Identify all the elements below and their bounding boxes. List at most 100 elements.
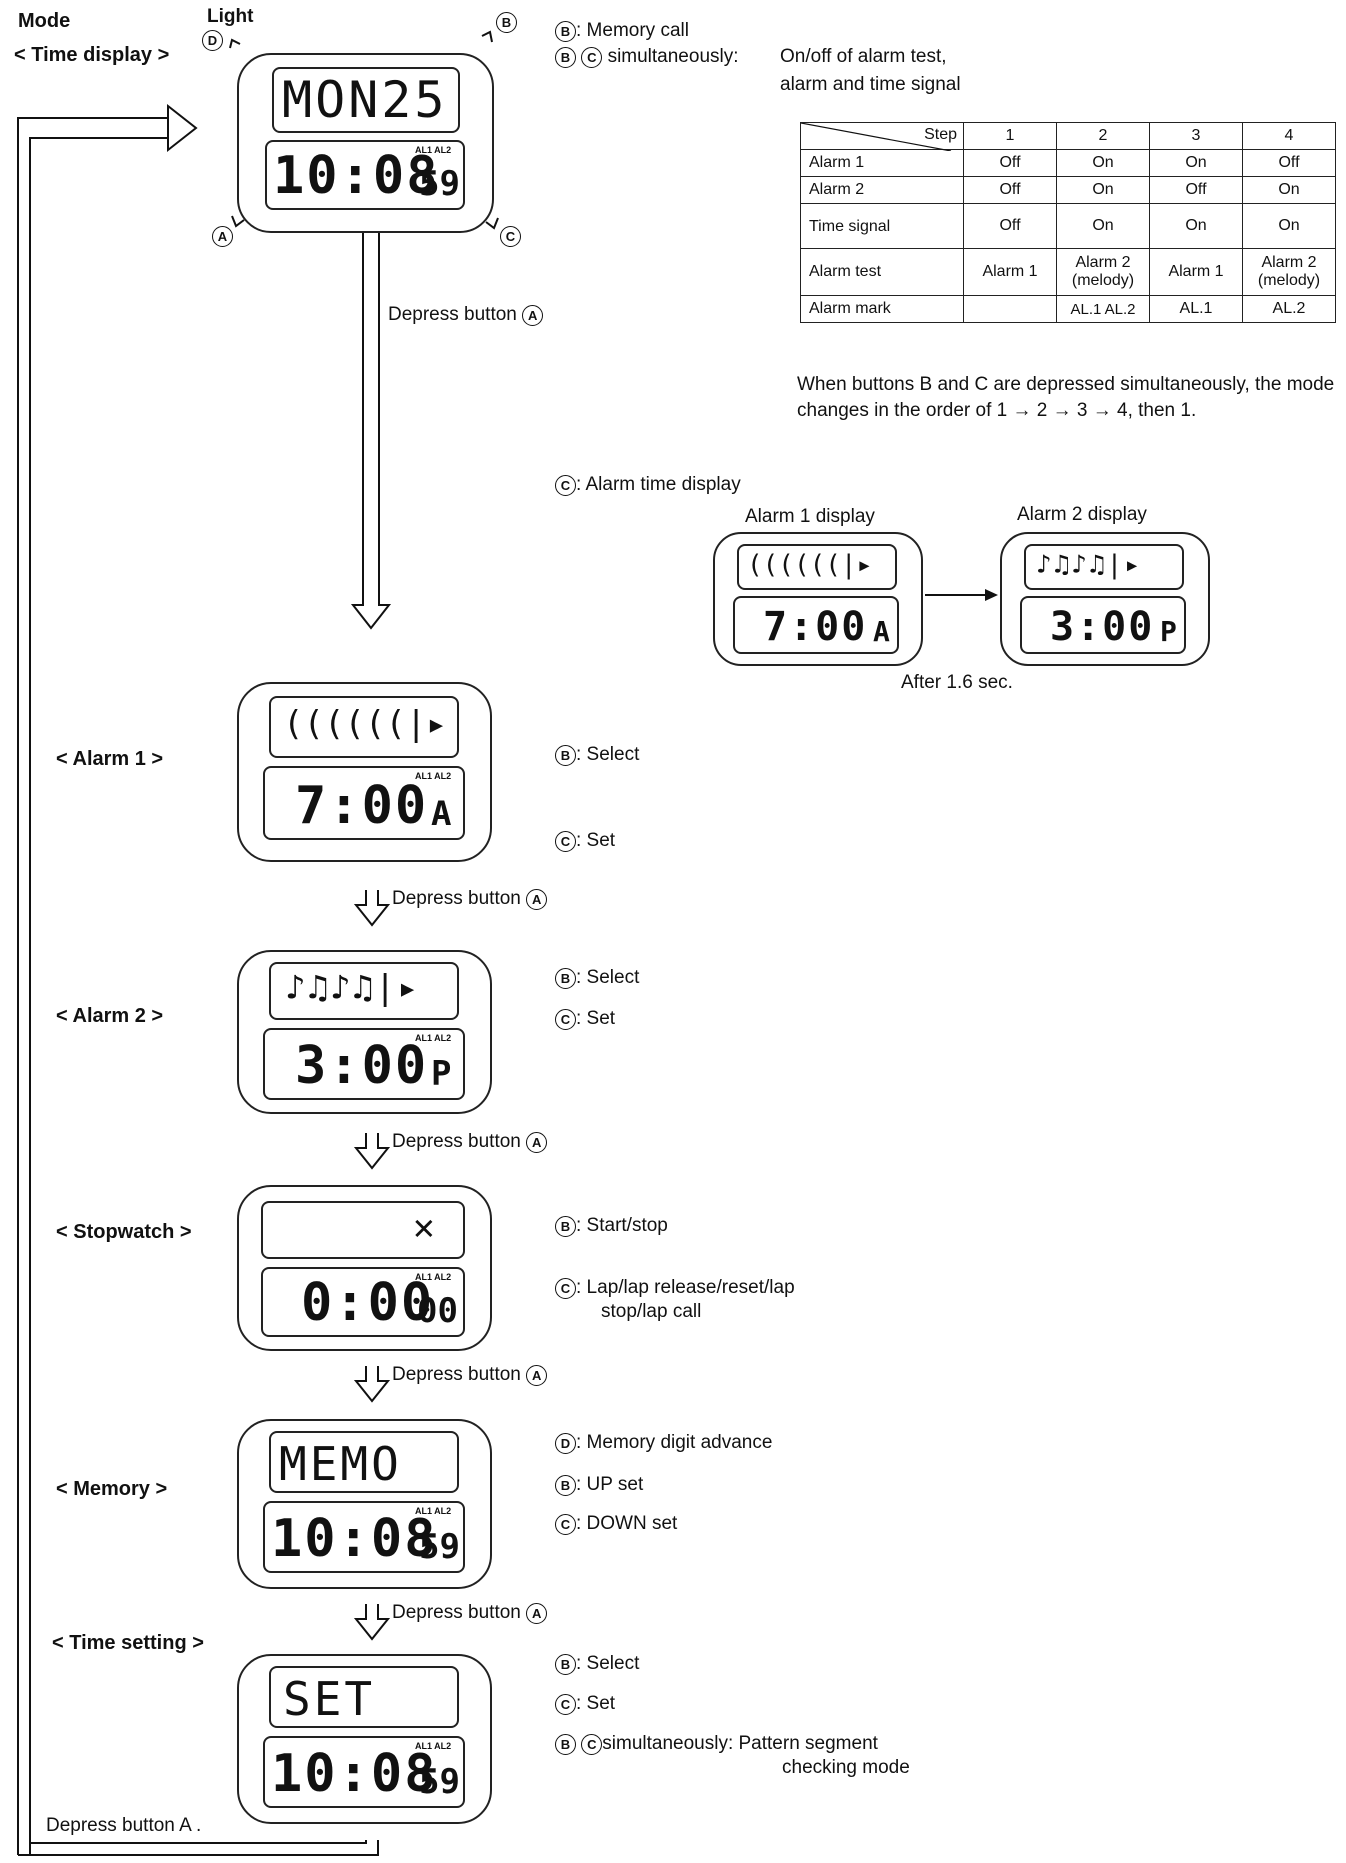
depress-button-label: Depress button A <box>388 304 544 326</box>
button-a-marker: A <box>212 226 233 247</box>
watch-stopwatch: ✕ 0:00 AL1 AL2 00 <box>237 1185 492 1351</box>
mode-heading: Mode <box>18 10 71 32</box>
step-order-note: When buttons B and C are depressed simul… <box>797 374 1335 421</box>
table-cell: Alarm 2 (melody) <box>1242 248 1336 296</box>
mode-label-time-setting: < Time setting > <box>52 1632 204 1654</box>
mode-label-stopwatch: < Stopwatch > <box>56 1221 192 1243</box>
alarm1-set-desc: C: Set <box>555 830 615 852</box>
table-corner-cell: Step <box>800 122 964 151</box>
table-row-label: Alarm 2 <box>800 176 964 204</box>
table-cell: Off <box>963 176 1057 204</box>
lcd-main-row: 10:08 AL1 AL2 59 <box>265 140 465 210</box>
alarm1-select-desc: B: Select <box>555 744 639 766</box>
table-cell: Off <box>963 149 1057 177</box>
time-setting-set-desc: C: Set <box>555 1693 615 1715</box>
table-row: Alarm 1 Off On On Off <box>800 149 1336 177</box>
table-header-step: 3 <box>1149 122 1243 150</box>
alarm1-display-title: Alarm 1 display <box>745 506 875 527</box>
table-cell: On <box>1149 149 1243 177</box>
table-cell: Alarm 2 (melody) <box>1056 248 1150 296</box>
table-row: Alarm test Alarm 1 Alarm 2 (melody) Alar… <box>800 248 1336 296</box>
table-cell: On <box>1149 203 1243 249</box>
mode-label-alarm1: < Alarm 1 > <box>56 748 164 770</box>
alarm2-select-desc: B: Select <box>555 967 639 989</box>
table-row-label: Alarm mark <box>800 295 964 323</box>
table-cell: Alarm 1 <box>963 248 1057 296</box>
table-row: Alarm mark AL.1 AL.2 AL.1 AL.2 <box>800 295 1336 323</box>
mode-label-time-display: < Time display > <box>14 44 170 66</box>
depress-button-label: Depress button A <box>392 1364 548 1386</box>
table-row-label: Alarm 1 <box>800 149 964 177</box>
table-cell: On <box>1056 176 1150 204</box>
button-d-marker: D <box>202 30 223 51</box>
table-cell: Off <box>1242 149 1336 177</box>
lcd-main-row: 0:00 AL1 AL2 00 <box>261 1267 465 1337</box>
table-cell: Off <box>1149 176 1243 204</box>
table-cell: AL.2 <box>1242 295 1336 323</box>
watch-alarm2-display: ♪♫♪♫|▸ 3:00 P <box>1000 532 1210 666</box>
table-row-label: Alarm test <box>800 248 964 296</box>
table-header-row: Step 1 2 3 4 <box>800 122 1336 151</box>
stopwatch-lap-desc-line2: stop/lap call <box>601 1301 702 1322</box>
button-c-marker: C <box>500 226 521 247</box>
watch-memory: MEMO 10:08 AL1 AL2 59 <box>237 1419 492 1589</box>
depress-button-label: Depress button A <box>392 888 548 910</box>
depress-button-loop-label: Depress button A . <box>46 1815 202 1836</box>
stopwatch-lap-desc: C: Lap/lap release/reset/lap <box>555 1277 795 1299</box>
table-cell <box>963 295 1057 323</box>
memory-call-desc: B: Memory call <box>555 20 689 42</box>
table-cell: Off <box>963 203 1057 249</box>
table-cell: Alarm 1 <box>1149 248 1243 296</box>
pattern-segment-check-desc-line2: checking mode <box>782 1757 910 1778</box>
lcd-top-row: ((((((|▸ <box>737 544 897 590</box>
table-header-step: 4 <box>1242 122 1336 150</box>
table-cell: AL.1 AL.2 <box>1056 295 1150 323</box>
watch-alarm1-display: ((((((|▸ 7:00 A <box>713 532 923 666</box>
lcd-main-row: 3:00 AL1 AL2 P <box>263 1028 465 1100</box>
memory-up-set-desc: B: UP set <box>555 1474 643 1496</box>
lcd-main-row: 10:08 AL1 AL2 59 <box>263 1736 465 1808</box>
depress-button-label: Depress button A <box>392 1602 548 1624</box>
table-cell: On <box>1056 149 1150 177</box>
lcd-top-row: MON25 <box>272 67 460 133</box>
alarm-step-table: Step 1 2 3 4 Alarm 1 Off On On Off Alarm… <box>800 122 1336 323</box>
depress-button-label: Depress button A <box>392 1131 548 1153</box>
table-cell: On <box>1056 203 1150 249</box>
table-row: Alarm 2 Off On Off On <box>800 176 1336 204</box>
lcd-top-row: MEMO <box>269 1431 459 1493</box>
stopwatch-start-stop-desc: B: Start/stop <box>555 1215 668 1237</box>
lcd-main-row: 7:00 A <box>733 596 899 654</box>
memory-down-set-desc: C: DOWN set <box>555 1513 677 1535</box>
table-cell: On <box>1242 203 1336 249</box>
alarm2-display-title: Alarm 2 display <box>1017 504 1147 525</box>
table-cell: AL.1 <box>1149 295 1243 323</box>
watch-alarm1: ((((((|▸ 7:00 AL1 AL2 A <box>237 682 492 862</box>
time-setting-select-desc: B: Select <box>555 1653 639 1675</box>
lcd-top-row: ♪♫♪♫|▸ <box>1024 544 1184 590</box>
lcd-main-row: 7:00 AL1 AL2 A <box>263 766 465 840</box>
bc-desc-line1: On/off of alarm test, <box>780 46 947 67</box>
lcd-main-row: 3:00 P <box>1020 596 1186 654</box>
lcd-top-row: ((((((|▸ <box>269 696 459 758</box>
memory-digit-advance-desc: D: Memory digit advance <box>555 1432 772 1454</box>
mode-label-alarm2: < Alarm 2 > <box>56 1005 164 1027</box>
watch-time-setting: SET 10:08 AL1 AL2 59 <box>237 1654 492 1824</box>
lcd-top-row: ✕ <box>261 1201 465 1259</box>
lcd-top-row: ♪♫♪♫|▸ <box>269 962 459 1020</box>
light-label: Light <box>207 6 254 27</box>
bc-simultaneous-desc: B C simultaneously: <box>555 46 739 68</box>
watch-alarm2: ♪♫♪♫|▸ 3:00 AL1 AL2 P <box>237 950 492 1114</box>
lcd-main-row: 10:08 AL1 AL2 59 <box>263 1501 465 1573</box>
bc-desc-line2: alarm and time signal <box>780 74 961 95</box>
alarm-time-display-desc: C: Alarm time display <box>555 474 741 496</box>
table-row-label: Time signal <box>800 203 964 249</box>
after-delay-caption: After 1.6 sec. <box>901 672 1013 693</box>
lcd-top-row: SET <box>269 1666 459 1728</box>
alarm2-set-desc: C: Set <box>555 1008 615 1030</box>
table-cell: On <box>1242 176 1336 204</box>
table-row: Time signal Off On On On <box>800 203 1336 249</box>
table-header-step: 1 <box>963 122 1057 150</box>
table-header-step: 2 <box>1056 122 1150 150</box>
